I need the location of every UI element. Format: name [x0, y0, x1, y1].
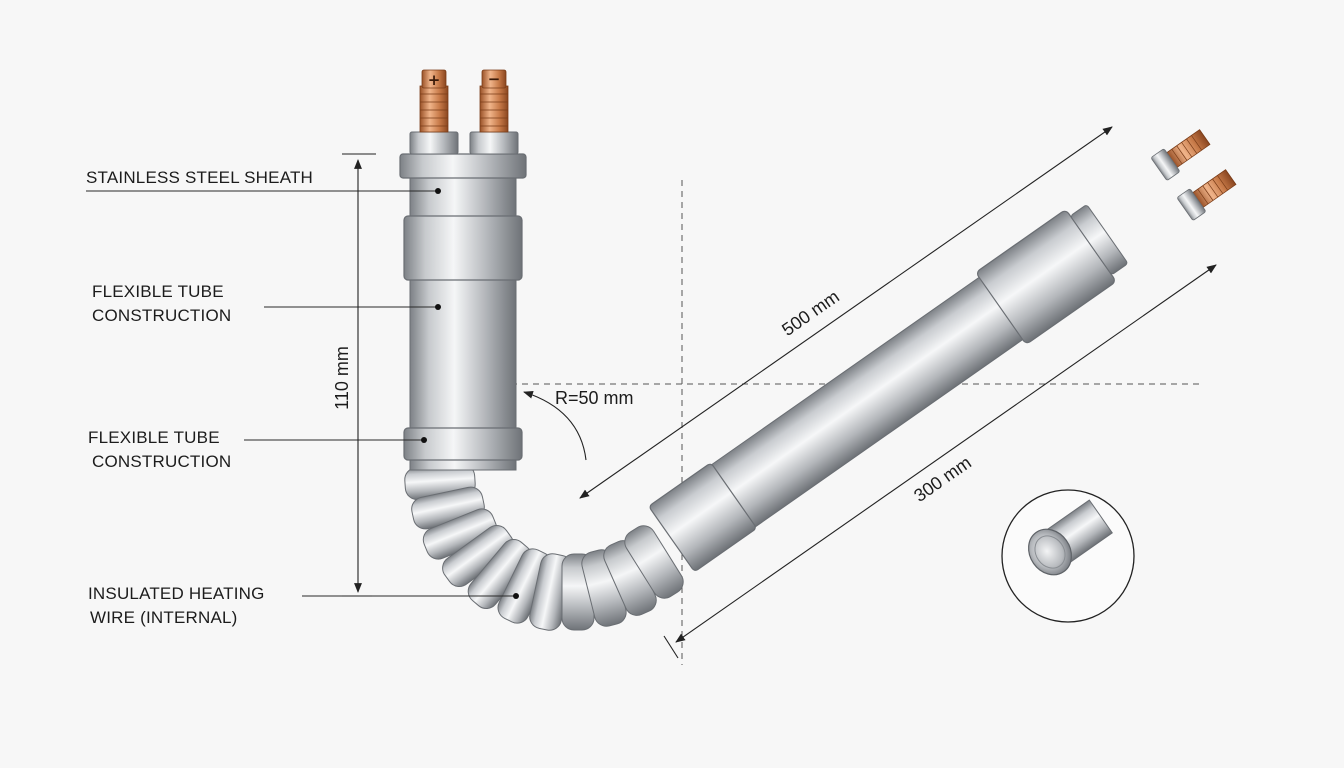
vertical-lower-band — [403, 427, 523, 461]
flexible-bend — [404, 463, 684, 631]
callout-dot-flexible-2 — [421, 437, 427, 443]
callout-dot-wire — [513, 593, 519, 599]
vertical-collar — [403, 215, 523, 281]
callout-flexible-1-line1: FLEXIBLE TUBE — [92, 282, 224, 301]
negative-terminal-symbol: − — [488, 70, 501, 88]
negative-terminal — [469, 69, 519, 155]
diagonal-terminal-bottom — [1177, 169, 1237, 221]
detail-inset — [1001, 489, 1135, 623]
bend-radius-arc — [523, 390, 587, 461]
callout-flexible-1-line2: CONSTRUCTION — [92, 306, 231, 325]
short-length-tick-left — [663, 635, 679, 659]
callout-dot-flexible-1 — [435, 304, 441, 310]
callout-flexible-2-line1: FLEXIBLE TUBE — [88, 428, 220, 447]
callout-wire-line1: INSULATED HEATING — [88, 584, 265, 603]
positive-terminal-symbol: + — [428, 71, 441, 89]
bend-radius-label: R=50 mm — [555, 388, 634, 408]
long-length-dimension-label: 500 mm — [778, 286, 843, 340]
callout-dot-sheath — [435, 188, 441, 194]
diagonal-terminal-top — [1151, 129, 1211, 181]
positive-terminal — [409, 69, 459, 155]
short-length-dimension-label: 300 mm — [910, 452, 975, 506]
callout-flexible-2-line2: CONSTRUCTION — [92, 452, 231, 471]
vertical-tube — [399, 153, 527, 471]
callout-sheath-label: STAINLESS STEEL SHEATH — [86, 168, 313, 187]
callout-wire-line2: WIRE (INTERNAL) — [90, 608, 238, 627]
short-length-dimension-line — [675, 264, 1217, 643]
height-dimension-label: 110 mm — [332, 346, 352, 410]
vertical-top-flange — [399, 153, 527, 179]
